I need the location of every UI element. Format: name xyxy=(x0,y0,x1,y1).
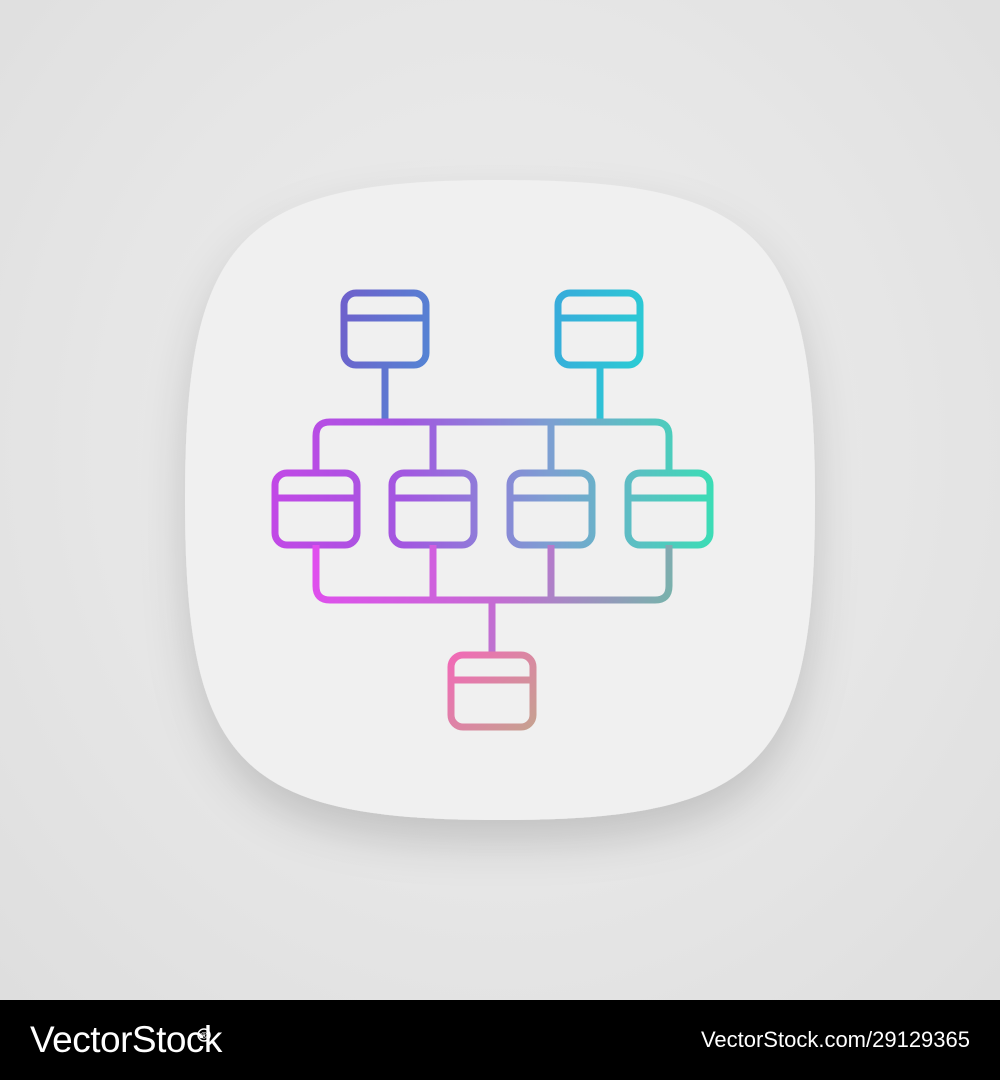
registered-mark: ® xyxy=(197,1028,211,1042)
watermark-bar: VectorStock ® VectorStock.com/29129365 xyxy=(0,1000,1000,1080)
lower-connector-bus xyxy=(312,545,673,655)
watermark-image-id: VectorStock.com/29129365 xyxy=(700,1027,970,1052)
watermark-brand: VectorStock xyxy=(30,1019,222,1060)
bottom-box-icon xyxy=(447,651,537,731)
app-icon-tile xyxy=(185,180,815,820)
upper-connector-bus xyxy=(312,418,673,473)
hierarchy-flowchart-icon xyxy=(271,289,714,731)
svg-text:®: ® xyxy=(201,1031,208,1041)
